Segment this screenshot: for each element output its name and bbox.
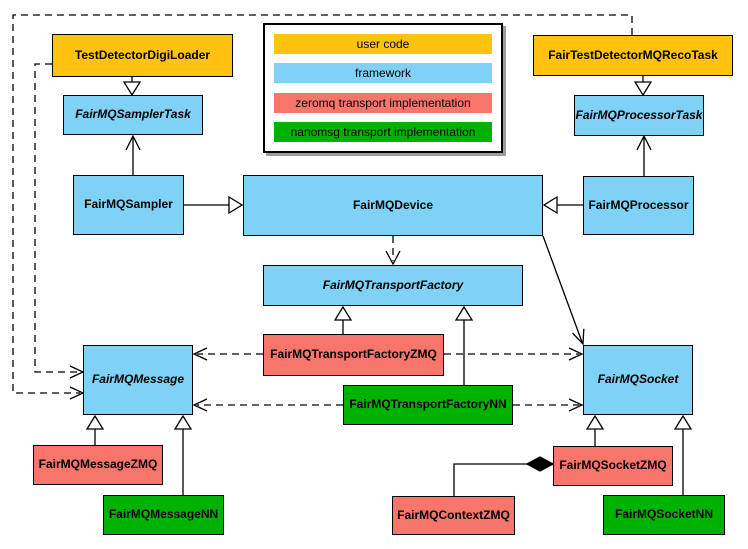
- edge-tfnn-depends-socket: [513, 398, 584, 412]
- edge-socketzmq-composes-contextzmq: [453, 456, 555, 496]
- class-box-fairtestdetectormqrecotask: FairTestDetectorMQRecoTask: [533, 35, 733, 76]
- edge-device-depends-transportfactory: [385, 236, 401, 266]
- edge-tfnn-depends-message: [192, 398, 343, 412]
- class-box-fairmqdevice: FairMQDevice: [243, 175, 543, 236]
- class-box-fairmqtransportfactoryzmq: FairMQTransportFactoryZMQ: [263, 334, 444, 376]
- edge-tddl-inherits-samplertask: [122, 77, 142, 97]
- legend-item-framework: framework: [274, 63, 492, 84]
- class-box-fairmqsocketnn: FairMQSocketNN: [603, 495, 725, 535]
- class-box-fairmqcontextzmq: FairMQContextZMQ: [392, 496, 515, 535]
- edge-sampler-inherits-device: [184, 195, 244, 215]
- edge-processor-inherits-device: [542, 195, 583, 215]
- edge-tfzmq-depends-message: [192, 347, 263, 361]
- legend-item-zeromq: zeromq transport implementation: [274, 92, 492, 113]
- edge-tfzmq-inherits-transportfactory: [333, 305, 353, 334]
- legend: user code framework zeromq transport imp…: [263, 23, 503, 153]
- class-box-fairmqsocketzmq: FairMQSocketZMQ: [553, 446, 673, 486]
- edge-processor-uses-processortask: [636, 134, 652, 176]
- legend-item-user-code: user code: [274, 34, 492, 55]
- edge-recotask-inherits-processortask: [633, 76, 653, 97]
- edge-sampler-uses-samplertask: [125, 134, 141, 175]
- edge-messagenn-inherits-message: [173, 414, 193, 495]
- edge-messagezmq-inherits-message: [85, 414, 105, 445]
- class-box-fairmqsamplertask: FairMQSamplerTask: [63, 95, 203, 135]
- class-box-testdetectordigiloader: TestDetectorDigiLoader: [52, 34, 233, 77]
- class-box-fairmqprocessortask: FairMQProcessorTask: [574, 95, 704, 136]
- class-box-fairmqmessage: FairMQMessage: [83, 345, 193, 415]
- class-box-fairmqtransportfactory: FairMQTransportFactory: [263, 265, 523, 306]
- class-box-fairmqsocket: FairMQSocket: [583, 345, 693, 415]
- class-box-fairmqsampler: FairMQSampler: [73, 175, 184, 235]
- edge-socketzmq-inherits-socket: [585, 414, 605, 446]
- edge-tfnn-inherits-transportfactory: [454, 305, 474, 385]
- edge-device-uses-socket: [542, 235, 585, 346]
- legend-item-nanomsg: nanomsg transport implementation: [274, 121, 492, 142]
- class-box-fairmqmessagezmq: FairMQMessageZMQ: [33, 445, 163, 485]
- edge-socketnn-inherits-socket: [673, 414, 693, 495]
- edge-tfzmq-depends-socket: [444, 347, 584, 361]
- class-box-fairmqprocessor: FairMQProcessor: [583, 176, 694, 235]
- class-box-fairmqmessagenn: FairMQMessageNN: [103, 495, 224, 535]
- class-box-fairmqtransportfactorynn: FairMQTransportFactoryNN: [343, 385, 513, 425]
